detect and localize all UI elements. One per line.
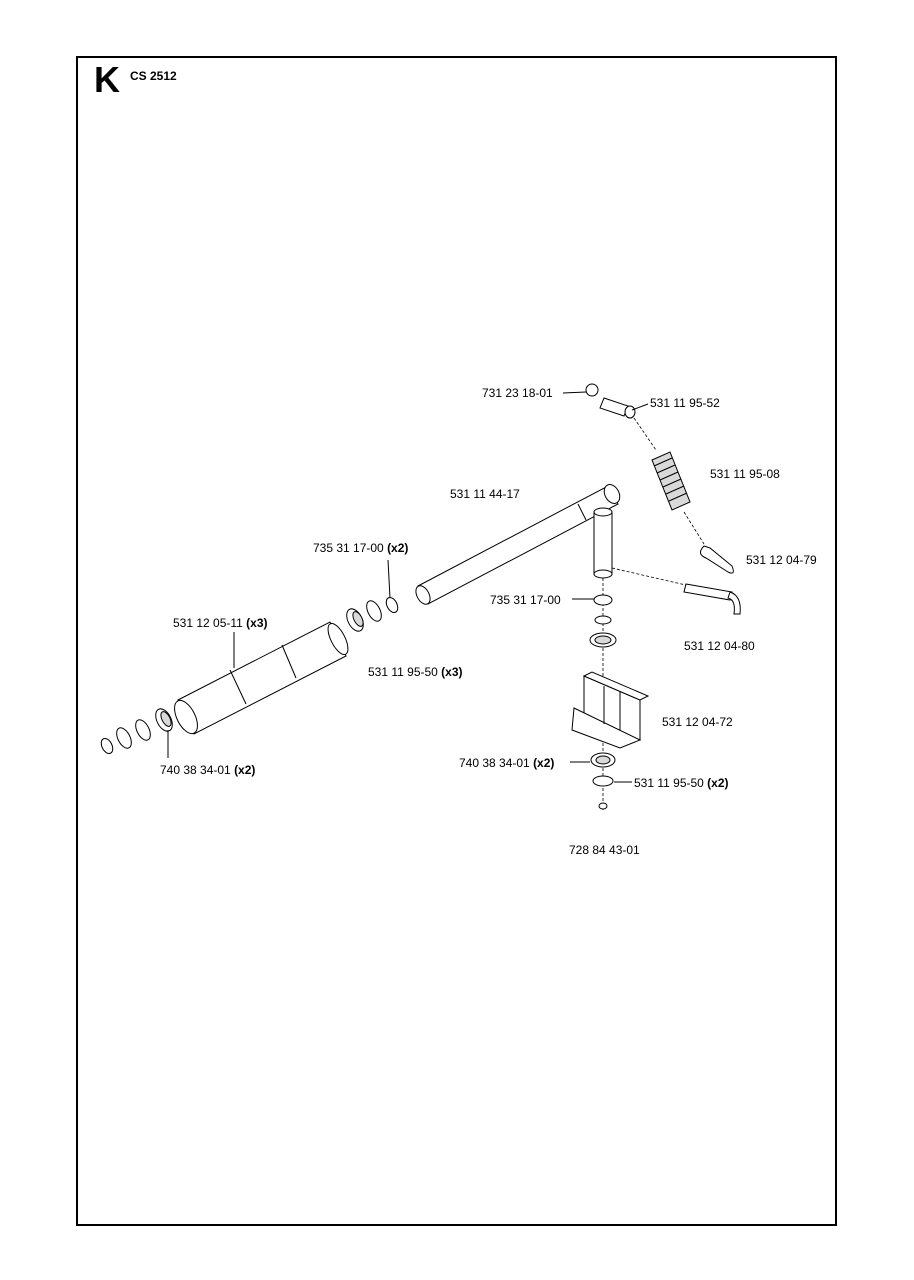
roller-sleeves bbox=[174, 621, 349, 735]
right-washers bbox=[589, 594, 617, 810]
left-washers bbox=[100, 597, 399, 754]
diagram-frame bbox=[76, 56, 837, 1226]
label-p15: 728 84 43-01 bbox=[569, 843, 640, 857]
label-p5: 735 31 17-00 (x2) bbox=[313, 541, 408, 555]
leader-lines bbox=[167, 391, 649, 783]
label-p8: 531 12 05-11 (x3) bbox=[173, 616, 268, 630]
label-p7: 735 31 17-00 bbox=[490, 593, 561, 607]
label-p4: 531 11 44-17 bbox=[450, 487, 520, 501]
label-p2: 531 11 95-52 bbox=[650, 396, 720, 410]
bracket bbox=[571, 671, 650, 749]
label-p1: 731 23 18-01 bbox=[482, 386, 553, 400]
model-label: CS 2512 bbox=[130, 69, 177, 83]
label-p11: 531 12 04-72 bbox=[662, 715, 733, 729]
main-shaft bbox=[415, 484, 621, 605]
linkage-rod bbox=[611, 567, 741, 615]
label-p14: 531 11 95-50 (x2) bbox=[634, 776, 729, 790]
spring-assembly bbox=[585, 383, 734, 574]
label-p6: 531 12 04-79 bbox=[746, 553, 817, 567]
label-p13: 740 38 34-01 (x2) bbox=[459, 756, 554, 770]
label-p10: 531 11 95-50 (x3) bbox=[368, 665, 463, 679]
section-letter: K bbox=[94, 59, 120, 100]
label-p3: 531 11 95-08 bbox=[710, 467, 780, 481]
part-labels: 731 23 18-01 531 11 95-52 531 11 95-08 5… bbox=[160, 386, 817, 857]
label-p9: 531 12 04-80 bbox=[684, 639, 755, 653]
label-p12: 740 38 34-01 (x2) bbox=[160, 763, 255, 777]
